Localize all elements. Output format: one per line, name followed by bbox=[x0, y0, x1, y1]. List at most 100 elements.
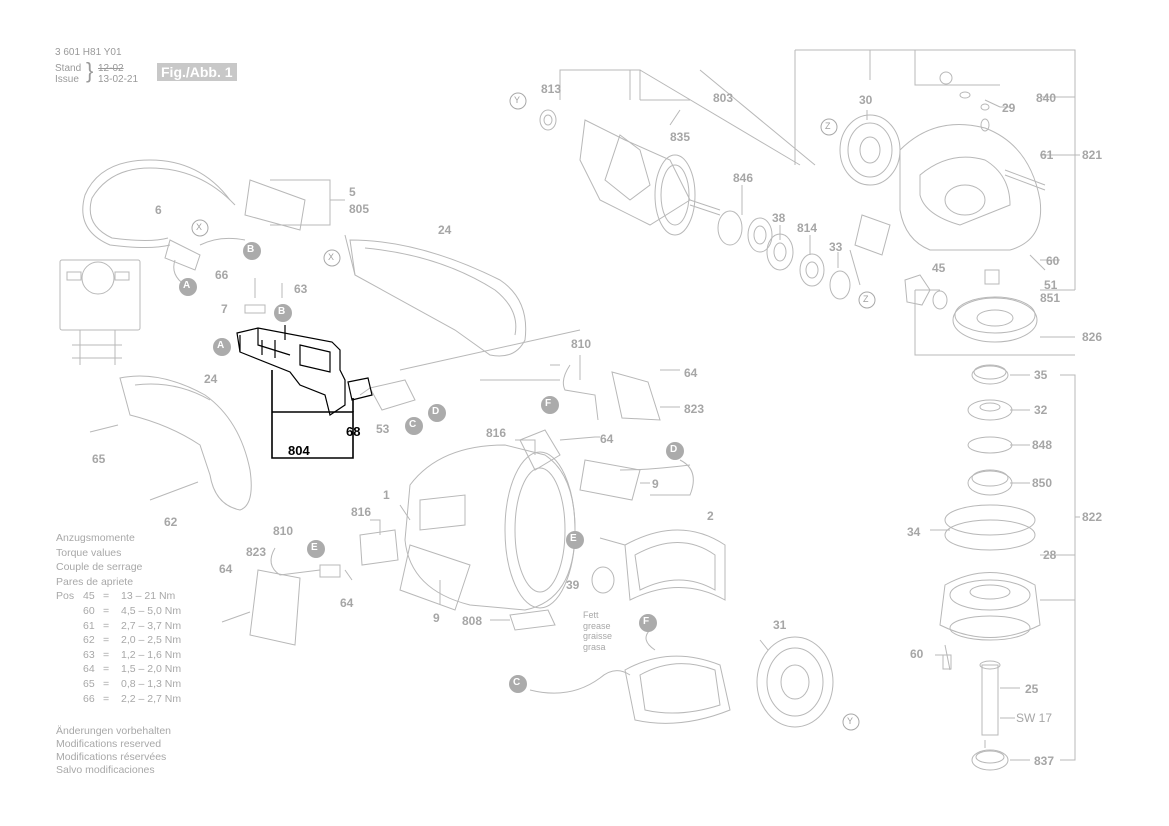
part-label: 33 bbox=[829, 240, 843, 254]
part-label: 65 bbox=[92, 452, 106, 466]
torque-row: 61 = 2,7 – 3,7 Nm bbox=[56, 619, 206, 634]
part-label: 822 bbox=[1082, 510, 1103, 524]
grease-es: grasa bbox=[583, 641, 606, 652]
part-label: 826 bbox=[1082, 330, 1103, 344]
part-label: 9 bbox=[652, 477, 659, 491]
torque-value: 13 – 21 Nm bbox=[121, 590, 176, 603]
part-label: 810 bbox=[273, 524, 294, 538]
modifications-es: Salvo modificaciones bbox=[56, 764, 155, 776]
torque-pos: 64 bbox=[83, 663, 95, 676]
callout-d: D bbox=[670, 444, 678, 455]
callout-x: X bbox=[328, 252, 335, 262]
grease-de: Fett bbox=[583, 610, 599, 620]
part-label: 813 bbox=[541, 82, 562, 96]
part-label: 24 bbox=[438, 223, 452, 237]
torque-pos: 65 bbox=[83, 677, 95, 690]
part-label: 38 bbox=[772, 211, 786, 225]
part-label: 840 bbox=[1036, 91, 1057, 105]
part-label: 53 bbox=[376, 422, 390, 436]
part-label: 837 bbox=[1034, 754, 1055, 768]
torque-row: 64 = 1,5 – 2,0 Nm bbox=[56, 662, 206, 677]
torque-value: 0,8 – 1,3 Nm bbox=[121, 677, 182, 690]
callout-a: A bbox=[217, 340, 225, 351]
part-label: 805 bbox=[349, 202, 370, 216]
document-number: 3 601 H81 Y01 bbox=[55, 47, 122, 58]
part-label: 60 bbox=[1046, 254, 1060, 268]
callout-b: B bbox=[278, 306, 286, 317]
part-label: 64 bbox=[684, 366, 698, 380]
torque-row: 65 = 0,8 – 1,3 Nm bbox=[56, 677, 206, 692]
torque-eq: = bbox=[103, 634, 110, 647]
part-label: 63 bbox=[294, 282, 308, 296]
torque-eq: = bbox=[103, 677, 110, 690]
part-label: 823 bbox=[246, 545, 267, 559]
part-label: 29 bbox=[1002, 101, 1016, 115]
part-label: 851 bbox=[1040, 291, 1061, 305]
part-label: 846 bbox=[733, 171, 754, 185]
callout-z: Z bbox=[825, 121, 831, 131]
part-label: 25 bbox=[1025, 682, 1039, 696]
callout-c: C bbox=[409, 419, 417, 430]
part-label: 808 bbox=[462, 614, 483, 628]
part-label: 39 bbox=[566, 578, 580, 592]
part-label: 62 bbox=[164, 515, 178, 529]
callout-x: X bbox=[196, 222, 203, 232]
part-label: 848 bbox=[1032, 438, 1053, 452]
torque-eq: = bbox=[103, 619, 110, 632]
part-label: 28 bbox=[1043, 548, 1057, 562]
torque-table: Anzugsmomente Torque values Couple de se… bbox=[56, 531, 206, 706]
part-label: 1 bbox=[383, 488, 390, 502]
issue-date: 13-02-21 bbox=[98, 74, 139, 85]
part-label: 814 bbox=[797, 221, 818, 235]
grease-en: grease bbox=[583, 620, 611, 631]
part-label: 803 bbox=[713, 91, 734, 105]
part-label: 810 bbox=[571, 337, 592, 351]
callout-a: A bbox=[183, 280, 191, 291]
torque-pos: 62 bbox=[83, 634, 95, 647]
torque-value: 1,5 – 2,0 Nm bbox=[121, 663, 182, 676]
torque-pos: 61 bbox=[83, 619, 95, 632]
part-label: 64 bbox=[219, 562, 233, 576]
part-label: 66 bbox=[215, 268, 229, 282]
torque-row: Pos 45 = 13 – 21 Nm bbox=[56, 589, 206, 604]
part-label: 32 bbox=[1034, 403, 1048, 417]
torque-value: 2,7 – 3,7 Nm bbox=[121, 619, 182, 632]
part-label: 34 bbox=[907, 525, 921, 539]
part-label: 31 bbox=[773, 618, 787, 632]
torque-eq: = bbox=[103, 648, 110, 661]
torque-heading-es: Pares de apriete bbox=[56, 575, 134, 588]
torque-pos: 63 bbox=[83, 648, 95, 661]
torque-pos: 66 bbox=[83, 692, 95, 705]
stand-label: Stand bbox=[55, 63, 82, 74]
header-brace: } bbox=[86, 58, 94, 83]
part-label: 821 bbox=[1082, 148, 1103, 162]
torque-row: 60 = 4,5 – 5,0 Nm bbox=[56, 604, 206, 619]
figure-label: Fig./Abb. 1 bbox=[157, 63, 237, 81]
stand-date: 12-02 bbox=[98, 63, 124, 74]
part-label: 2 bbox=[707, 509, 714, 523]
part-label: 823 bbox=[684, 402, 705, 416]
part-label: 64 bbox=[340, 596, 354, 610]
part-label: 816 bbox=[351, 505, 372, 519]
torque-pos: 60 bbox=[83, 604, 95, 617]
callout-d: D bbox=[432, 406, 440, 417]
callout-e: E bbox=[311, 542, 318, 553]
part-label: 9 bbox=[433, 611, 440, 625]
modifications-fr: Modifications réservées bbox=[56, 751, 167, 763]
torque-value: 2,2 – 2,7 Nm bbox=[121, 692, 182, 705]
part-label: 45 bbox=[932, 261, 946, 275]
grease-fr: graisse bbox=[583, 631, 613, 641]
torque-row: 66 = 2,2 – 2,7 Nm bbox=[56, 692, 206, 707]
part-label: 61 bbox=[1040, 148, 1054, 162]
torque-eq: = bbox=[103, 590, 110, 603]
part-label: 24 bbox=[204, 372, 218, 386]
part-label: 850 bbox=[1032, 476, 1053, 490]
part-label: 6 bbox=[155, 203, 162, 217]
part-label: 5 bbox=[349, 185, 356, 199]
part-label: 7 bbox=[221, 302, 228, 316]
callout-f: F bbox=[643, 616, 650, 627]
issue-label: Issue bbox=[55, 74, 79, 85]
callout-f: F bbox=[545, 398, 552, 409]
torque-heading-en: Torque values bbox=[56, 546, 122, 559]
part-label-highlight-804: 804 bbox=[288, 443, 310, 458]
